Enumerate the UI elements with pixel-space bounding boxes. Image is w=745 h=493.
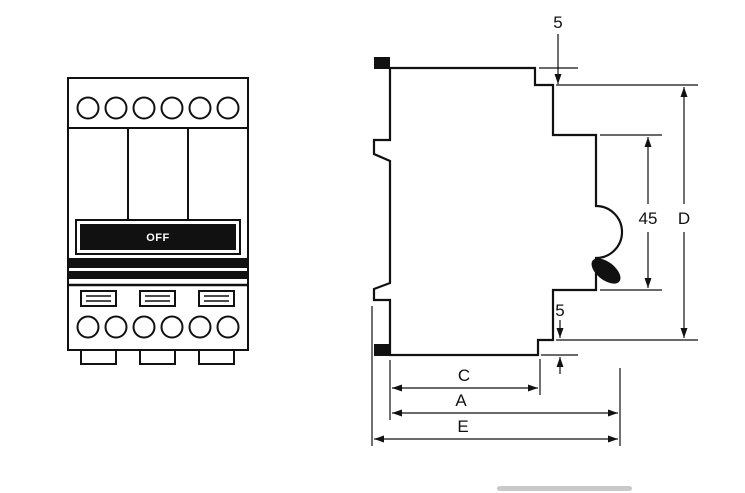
terminal-hole xyxy=(132,96,156,120)
terminal-hole xyxy=(104,315,128,339)
dimension-lines xyxy=(374,34,688,443)
terminal-hole xyxy=(160,96,184,120)
bezel-band xyxy=(68,271,248,279)
side-view xyxy=(372,57,624,357)
bottom-tab xyxy=(139,349,176,365)
extension-lines xyxy=(371,67,698,446)
scrollbar-thumb[interactable] xyxy=(497,486,632,491)
toggle-lever xyxy=(591,258,621,284)
toggle-label: OFF xyxy=(146,232,170,244)
dim-label-A: A xyxy=(455,391,467,410)
front-view: OFF xyxy=(67,77,249,365)
side-profile-outline xyxy=(372,66,624,357)
label-window xyxy=(80,290,117,307)
terminal-hole xyxy=(76,96,100,120)
toggle-switch xyxy=(80,224,236,250)
label-window xyxy=(198,290,235,307)
terminal-hole xyxy=(216,315,240,339)
terminal-hole xyxy=(188,96,212,120)
terminal-hole xyxy=(188,315,212,339)
label-window xyxy=(139,290,176,307)
dim-label-D: D xyxy=(678,209,690,228)
terminal-hole xyxy=(216,96,240,120)
front-body-outline xyxy=(67,77,249,351)
terminal-hole xyxy=(104,96,128,120)
bottom-tab xyxy=(80,349,117,365)
toggle-frame xyxy=(75,219,241,255)
dim-label-E: E xyxy=(457,417,468,436)
top-terminal-screw xyxy=(374,57,390,69)
terminal-hole xyxy=(76,315,100,339)
dim-label-bottom-step: 5 xyxy=(555,301,564,320)
bottom-tab xyxy=(198,349,235,365)
dim-label-45: 45 xyxy=(639,209,658,228)
dim-label-top-step: 5 xyxy=(553,13,562,32)
bezel-band xyxy=(68,258,248,268)
bottom-terminal-screw xyxy=(374,344,390,356)
dim-label-C: C xyxy=(458,366,470,385)
terminal-hole xyxy=(132,315,156,339)
dimension-labels: 5 5 45 D C A E xyxy=(455,13,690,436)
terminal-hole xyxy=(160,315,184,339)
